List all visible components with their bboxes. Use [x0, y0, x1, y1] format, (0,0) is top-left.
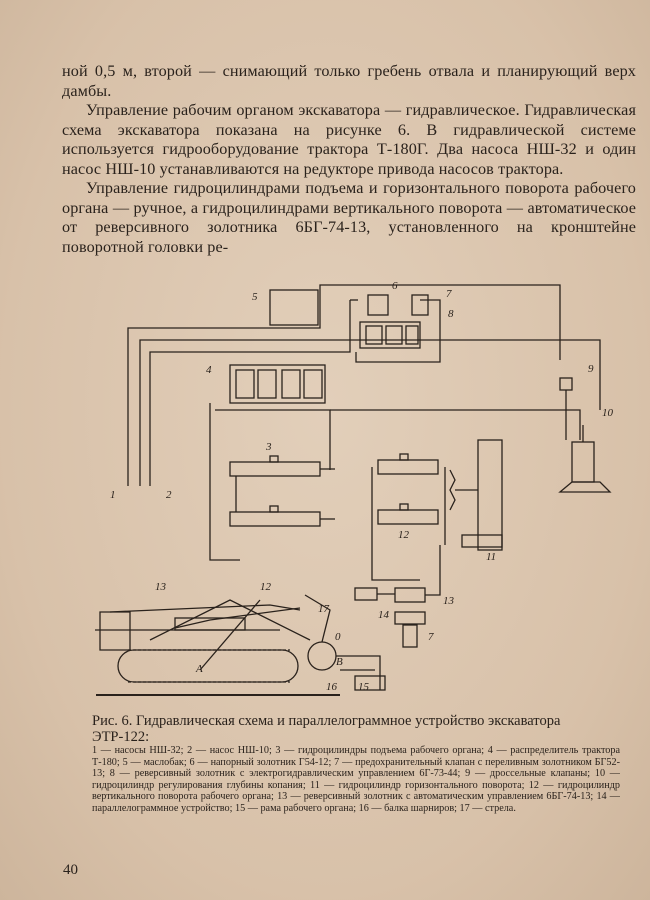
label-5: 5 — [252, 291, 258, 303]
page-number: 40 — [63, 862, 78, 878]
paragraph-3: Управление гидроцилиндрами подъема и гор… — [62, 179, 636, 256]
label-4: 4 — [206, 364, 212, 376]
paragraph-1: ной 0,5 м, второй — снимающий только гре… — [62, 62, 636, 100]
label-14: 14 — [378, 609, 390, 621]
hydraulic-scheme-figure: 1 2 3 4 5 6 7 8 9 10 11 12 13 14 15 16 1… — [95, 280, 614, 696]
label-7: 7 — [446, 288, 452, 300]
label-point-a: A — [195, 663, 203, 675]
label-12: 12 — [398, 529, 410, 541]
label-point-o: 0 — [335, 631, 341, 643]
label-2: 2 — [166, 489, 172, 501]
paragraph-2: Управление рабочим органом экскаватора —… — [62, 101, 636, 178]
label-1: 1 — [110, 489, 116, 501]
label-9: 9 — [588, 363, 594, 375]
label-15: 15 — [358, 681, 370, 693]
label-6: 6 — [392, 280, 398, 292]
label-17: 17 — [318, 603, 330, 615]
figure-legend: 1 — насосы НШ-32; 2 — насос НШ-10; 3 — г… — [92, 745, 620, 814]
label-13: 13 — [443, 595, 455, 607]
label-point-b: B — [336, 656, 343, 668]
label-12b: 12 — [260, 581, 272, 593]
figure-caption: Рис. 6. Гидравлическая схема и параллело… — [92, 713, 561, 745]
label-3: 3 — [265, 441, 272, 453]
body-text: ной 0,5 м, второй — снимающий только гре… — [62, 62, 636, 257]
label-8: 8 — [448, 308, 454, 320]
label-16: 16 — [326, 681, 338, 693]
label-7b: 7 — [428, 631, 434, 643]
label-10: 10 — [602, 407, 614, 419]
label-13b: 13 — [155, 581, 167, 593]
label-11: 11 — [486, 551, 496, 563]
